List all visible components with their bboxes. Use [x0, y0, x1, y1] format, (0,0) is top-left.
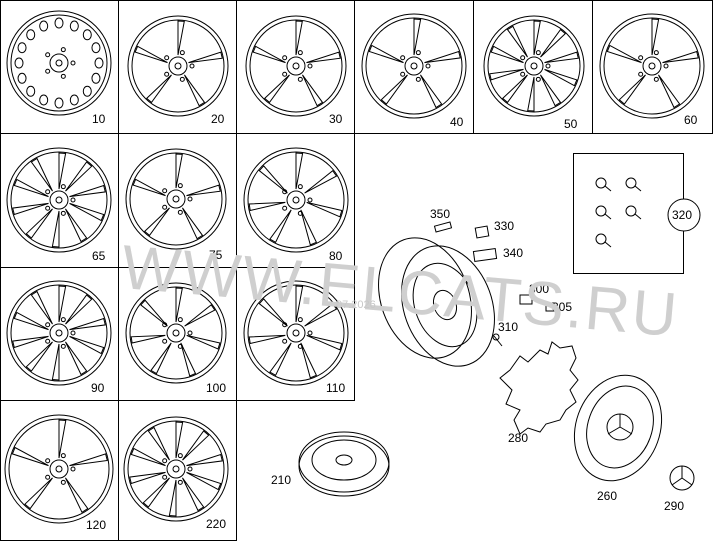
wheel-90-drawing[interactable] [6, 280, 112, 386]
wheel-bolts-drawing[interactable] [595, 177, 701, 248]
wheel-220-drawing[interactable] [123, 416, 229, 522]
grid-cell [119, 134, 237, 268]
label-350: 350 [430, 207, 451, 221]
grid-cell [119, 268, 237, 401]
wheel-20-drawing[interactable] [127, 15, 229, 117]
label-210: 210 [271, 473, 292, 487]
grid-cell [237, 134, 355, 268]
label-305: 305 [552, 300, 573, 314]
grid-cell [119, 0, 237, 134]
grid-cell [237, 0, 355, 134]
label-340: 340 [503, 246, 524, 260]
label-280: 280 [508, 431, 529, 445]
star-emblem-290-drawing[interactable] [669, 465, 695, 491]
wheel-40-drawing[interactable] [361, 13, 467, 119]
wheel-65-drawing[interactable] [6, 147, 112, 253]
wheel-100-drawing[interactable] [125, 282, 227, 384]
label-260: 260 [597, 489, 618, 503]
steel-wheel-assembly-drawing[interactable] [362, 225, 510, 380]
wheel-75-drawing[interactable] [125, 148, 227, 250]
label-300: 300 [529, 282, 550, 296]
grid-cell [593, 0, 713, 134]
wheel-cover-280-drawing[interactable] [499, 341, 579, 435]
grid-cell [0, 0, 119, 134]
watermark-date: 07.2026 [336, 299, 376, 311]
grid-cell [237, 268, 355, 401]
grid-cell [0, 268, 119, 401]
wheel-30-drawing[interactable] [245, 15, 347, 117]
grid-cell [474, 0, 593, 134]
grid-cell [119, 401, 237, 541]
label-75: 75 [209, 248, 223, 262]
label-30: 30 [329, 112, 343, 126]
label-220: 220 [206, 517, 227, 531]
label-10: 10 [92, 112, 106, 126]
label-330: 330 [494, 219, 515, 233]
label-40: 40 [450, 115, 464, 129]
grid-cell [0, 401, 119, 541]
label-50: 50 [564, 117, 578, 131]
label-310: 310 [498, 320, 519, 334]
wheel-50-drawing[interactable] [483, 15, 585, 117]
wheel-80-drawing[interactable] [243, 147, 349, 253]
grid-cell [0, 134, 119, 268]
label-100: 100 [206, 381, 227, 395]
label-110: 110 [326, 381, 346, 395]
label-320: 320 [672, 208, 693, 222]
label-290: 290 [664, 499, 685, 513]
wheel-120-drawing[interactable] [4, 414, 114, 524]
small-parts-drawing[interactable] [433, 221, 555, 347]
wheel-60-drawing[interactable] [599, 13, 705, 119]
wheel-110-drawing[interactable] [243, 280, 349, 386]
grid-cell [355, 0, 474, 134]
label-65: 65 [92, 249, 106, 263]
wheel-10-drawing[interactable] [6, 10, 112, 116]
steel-wheel-210-drawing[interactable] [298, 431, 390, 497]
label-90: 90 [91, 381, 105, 395]
hubcap-260-drawing[interactable] [560, 363, 676, 493]
label-60: 60 [684, 113, 698, 127]
label-80: 80 [329, 249, 343, 263]
label-20: 20 [211, 112, 225, 126]
label-120: 120 [86, 518, 107, 532]
